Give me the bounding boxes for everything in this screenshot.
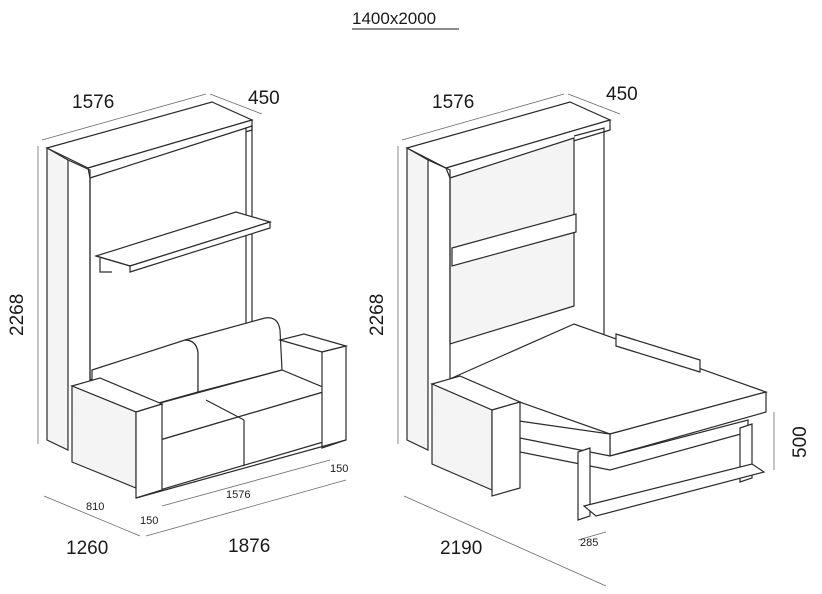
open-cabinet-frame-left (427, 159, 451, 440)
dim-arm-left: 150 (140, 515, 158, 527)
cabinet-frame-right (245, 125, 253, 332)
dim-height: 2268 (7, 294, 28, 336)
tucked-sofa-block (615, 333, 701, 373)
dim-depth-top: 450 (248, 88, 280, 109)
dim-line-width-top (41, 93, 207, 141)
sofa-arm-right-front (321, 345, 347, 449)
sofa-arm-left-front (135, 403, 163, 499)
dim-line-leg-offset (577, 531, 607, 541)
dim-line-open-depth-top (567, 93, 621, 115)
right-view: 1576 450 2268 500 2190 285 (367, 84, 811, 587)
open-arm-front (491, 401, 521, 497)
dim-open-width-top: 1576 (432, 92, 474, 113)
cabinet-frame-left (67, 159, 91, 440)
dim-sofa-width: 1576 (226, 489, 250, 501)
dim-line-side-depth (43, 495, 141, 537)
dim-width-top: 1576 (72, 92, 114, 113)
dim-sofa-depth: 810 (86, 501, 104, 513)
open-cabinet-frame-right (573, 127, 605, 340)
dim-leg-offset: 285 (580, 537, 598, 549)
dim-line-total-depth (403, 495, 607, 587)
dim-arm-right: 150 (330, 463, 348, 475)
dim-line-total-width (145, 479, 347, 537)
dim-open-height: 2268 (367, 294, 388, 336)
dim-line-depth-top (209, 93, 263, 115)
back-rail (451, 213, 577, 267)
dim-line-sofa-width (161, 459, 331, 507)
dim-side-depth: 1260 (66, 538, 108, 559)
dim-total-width: 1876 (228, 536, 270, 557)
open-cabinet-top-front (445, 119, 611, 179)
dim-bed-height: 500 (790, 426, 811, 458)
dim-open-depth-top: 450 (606, 84, 638, 105)
dim-total-depth: 2190 (440, 538, 482, 559)
diagram-title: 1400x2000 (352, 9, 436, 28)
shelf-bracket (99, 258, 112, 273)
sofa-seat-split (205, 399, 245, 421)
cabinet-side-panel (46, 146, 69, 451)
bed-leg-left (577, 447, 591, 521)
dim-line-open-width-top (401, 93, 565, 141)
bed-support-bar (582, 463, 766, 517)
left-view: 1576 450 2268 810 1260 1876 1576 150 150 (7, 88, 348, 559)
open-cabinet-side-panel (406, 146, 429, 451)
sofa-base (135, 439, 347, 499)
shelf-edge (95, 221, 271, 273)
